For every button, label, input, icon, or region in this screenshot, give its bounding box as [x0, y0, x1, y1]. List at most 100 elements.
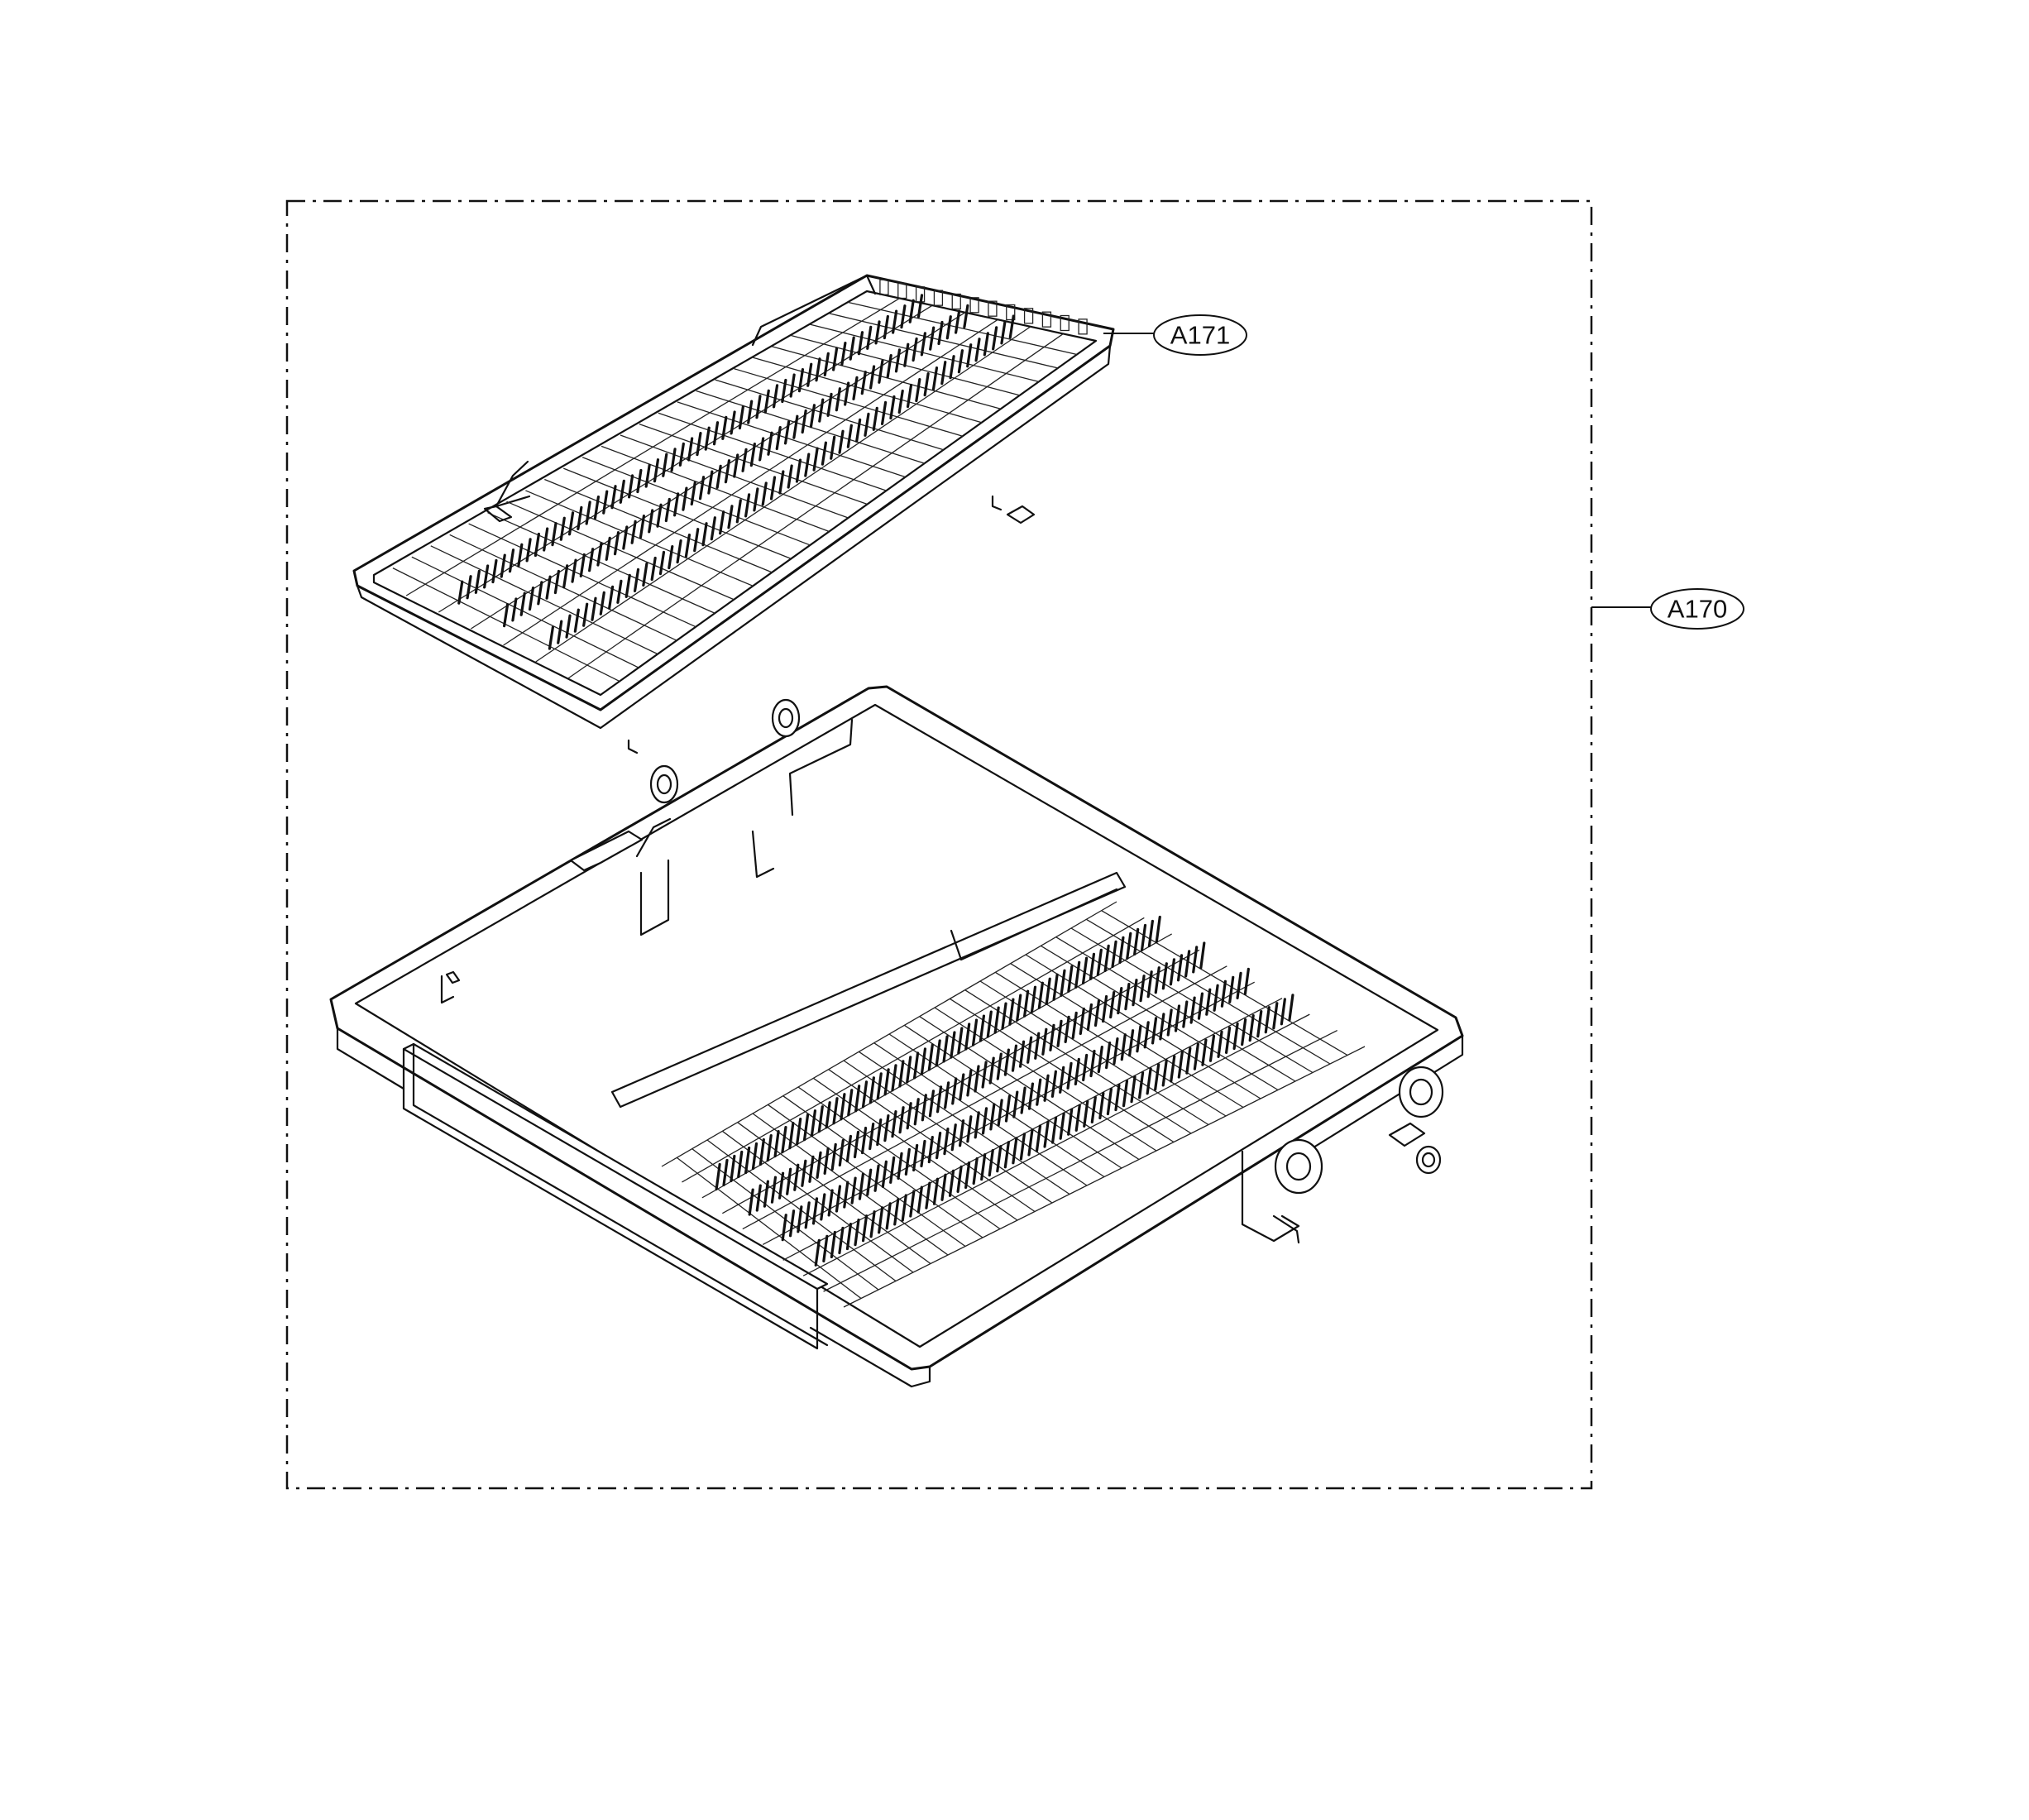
lower-tine [1101, 994, 1108, 1023]
lower-tine [1003, 1048, 1010, 1076]
lower-tine [1019, 1133, 1026, 1161]
upper-tine [775, 425, 782, 451]
lower-tine [820, 1193, 826, 1221]
upper-grid-bar [753, 357, 982, 424]
lower-tine [956, 1165, 963, 1193]
lower-tine [854, 1219, 860, 1247]
lower-tine [920, 1047, 927, 1075]
lower-tine [1105, 1041, 1112, 1070]
lower-tine [897, 1152, 903, 1180]
lower-tine [912, 1143, 919, 1172]
lower-tine [1197, 992, 1204, 1020]
lower-tine [838, 1226, 845, 1255]
lower-tine [1103, 944, 1110, 972]
upper-tine [474, 569, 481, 594]
upper-tine [963, 304, 969, 328]
lower-tine [1132, 979, 1138, 1007]
lower-tine [1201, 1038, 1208, 1066]
lower-tine [722, 1158, 729, 1187]
upper-tine [744, 493, 751, 518]
lower-tine [942, 1035, 949, 1063]
lower-tine [927, 1135, 934, 1164]
upper-tine [844, 381, 850, 406]
lower-grid-bar [676, 1157, 862, 1300]
upper-rack-front-face [356, 344, 1112, 730]
upper-tine [758, 437, 765, 462]
upper-tine [886, 353, 892, 379]
upper-tine [1008, 314, 1015, 339]
lower-tine [936, 1085, 943, 1114]
upper-tine [543, 527, 549, 552]
upper-rack-foot-1 [627, 739, 639, 754]
upper-tine [567, 511, 575, 536]
upper-tine [735, 499, 742, 524]
lower-tine [861, 1214, 869, 1243]
upper-tine [693, 528, 700, 553]
upper-end-slot [1006, 304, 1016, 321]
upper-rack-end-slots [879, 279, 1088, 335]
upper-tine [912, 337, 918, 362]
lower-tine [1106, 1087, 1113, 1116]
upper-tine [585, 500, 591, 525]
lower-tine [1086, 1003, 1093, 1032]
lower-tine [1074, 1057, 1080, 1086]
lower-tine [1059, 1112, 1065, 1140]
upper-tine [491, 558, 498, 584]
upper-grid-bar [392, 568, 620, 682]
upper-tine [624, 573, 631, 598]
upper-tine [860, 371, 867, 395]
lower-tine [981, 1107, 988, 1135]
lower-tine [878, 1206, 884, 1234]
lower-grid-rail [802, 1013, 1310, 1276]
upper-grid-bar [506, 500, 735, 601]
upper-grid-rail [535, 326, 1031, 663]
upper-tine [815, 357, 821, 382]
upper-tine [787, 464, 793, 489]
lower-tine [1161, 1059, 1168, 1087]
upper-tine [795, 458, 802, 483]
upper-tine [673, 492, 680, 517]
upper-tine [610, 485, 617, 510]
upper-tine [602, 490, 609, 515]
upper-tine [937, 320, 944, 346]
upper-tine [613, 531, 620, 556]
upper-tine [857, 331, 864, 356]
lower-tine [964, 1023, 971, 1051]
callout-a171[interactable]: A171 [1103, 314, 1247, 356]
upper-tine [577, 505, 583, 530]
upper-tine [838, 429, 845, 454]
lower-tine [766, 1133, 773, 1162]
lower-tine [951, 1077, 958, 1105]
upper-grid-bar [734, 368, 963, 437]
lower-tine [1146, 1067, 1152, 1095]
upper-grid-bar [829, 313, 1059, 369]
lower-tine [1256, 1010, 1263, 1038]
lower-tine [1184, 950, 1191, 978]
lower-tine [885, 1202, 892, 1230]
upper-tine [783, 420, 791, 445]
upper-tine [818, 398, 825, 423]
lower-tine [1066, 1061, 1073, 1090]
upper-tine [571, 558, 577, 583]
lower-tine [801, 1159, 807, 1187]
lower-tine [1118, 936, 1125, 964]
lower-tine [993, 1006, 1000, 1034]
upper-tine [721, 415, 728, 440]
lower-tine [1205, 988, 1212, 1016]
lower-tine [778, 1171, 785, 1200]
lower-tine [944, 1081, 950, 1109]
upper-tine [579, 553, 586, 578]
lower-tine [860, 1126, 868, 1155]
upper-end-slot [1078, 318, 1088, 335]
lower-tine [1217, 1030, 1223, 1058]
lower-tine [912, 1051, 920, 1080]
lower-tine [891, 1064, 897, 1092]
callout-a170[interactable]: A170 [1591, 588, 1744, 630]
lower-tine [1139, 975, 1146, 1003]
upper-tine [929, 326, 936, 351]
lower-tine [1155, 915, 1161, 944]
lower-tine [838, 1138, 845, 1167]
upper-tine [923, 371, 930, 397]
lower-tine [744, 1146, 751, 1175]
